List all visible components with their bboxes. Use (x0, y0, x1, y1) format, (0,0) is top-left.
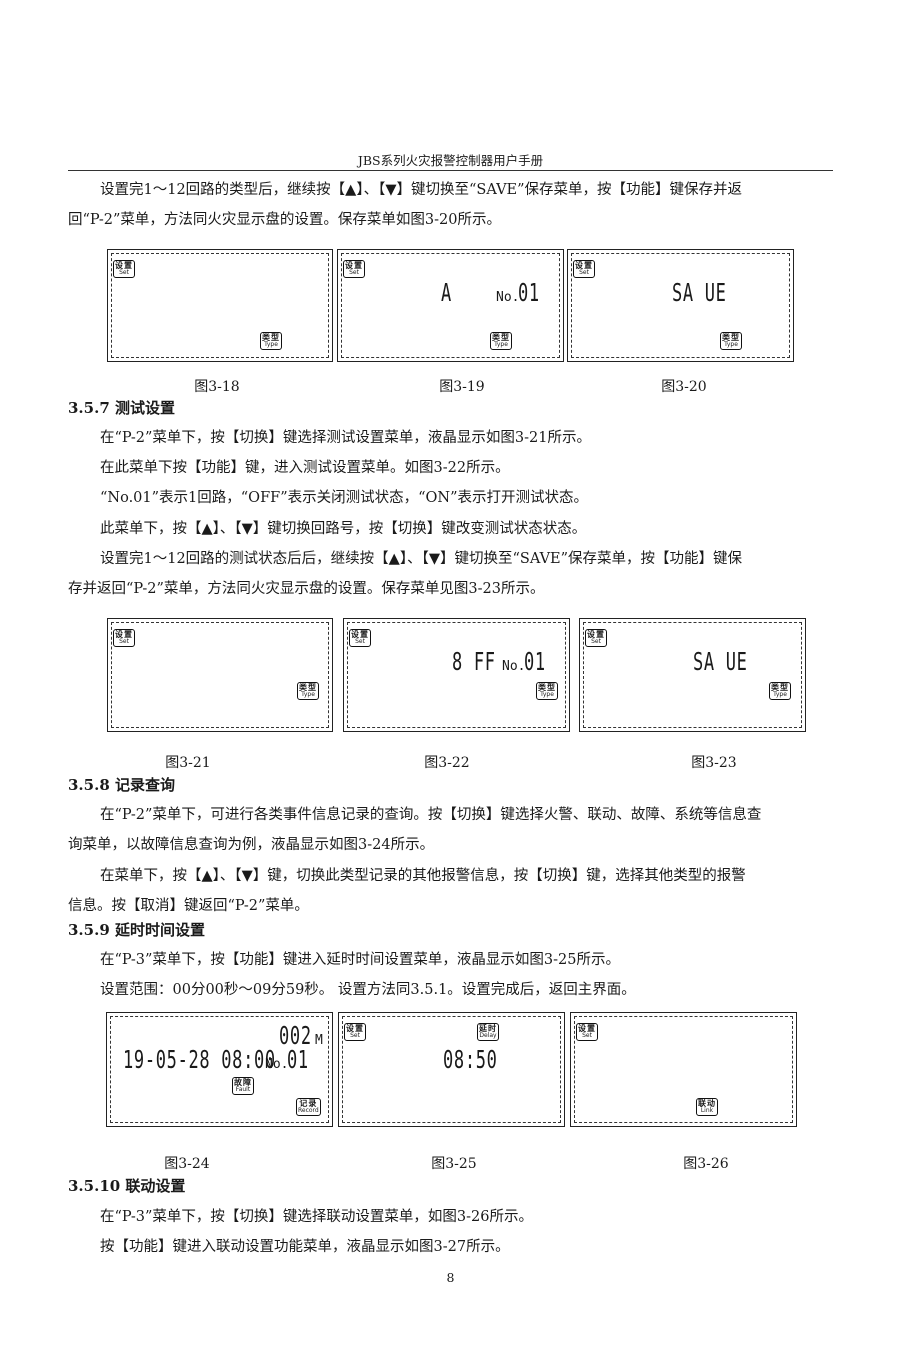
lcd-main-text: SA UE (693, 647, 748, 676)
lcd-main-text: 8 FF (452, 647, 496, 676)
section-heading: 3.5.10 联动设置 (68, 1177, 186, 1195)
paragraph: 在“P-3”菜单下，按【切换】键选择联动设置菜单，如图3-26所示。 (100, 1209, 533, 1225)
lcd-no-label: No. (502, 659, 526, 674)
figure-caption: 图3-18 (194, 379, 240, 395)
paragraph: 询菜单，以故障信息查询为例，液晶显示如图3-24所示。 (68, 837, 435, 853)
paragraph: 在“P-3”菜单下，按【功能】键进入延时时间设置菜单，液晶显示如图3-25所示。 (100, 952, 620, 968)
header-rule (68, 170, 833, 171)
figure-caption: 图3-23 (691, 755, 737, 771)
figure-caption: 图3-24 (164, 1156, 210, 1172)
section-heading: 3.5.7 测试设置 (68, 399, 175, 417)
lcd-main-text: 08:50 (443, 1045, 498, 1074)
paragraph: 此菜单下，按【▲】、【▼】键切换回路号，按【切换】键改变测试状态状态。 (100, 521, 587, 537)
section-heading: 3.5.9 延时时间设置 (68, 921, 205, 939)
running-header: JBS系列火灾报警控制器用户手册 (357, 153, 544, 168)
section-heading: 3.5.8 记录查询 (68, 776, 175, 794)
figure-caption: 图3-19 (439, 379, 485, 395)
figure-caption: 图3-25 (431, 1156, 477, 1172)
figure-caption: 图3-26 (683, 1156, 729, 1172)
paragraph: 按【功能】键进入联动设置功能菜单，液晶显示如图3-27所示。 (100, 1239, 510, 1255)
lcd-loop-number: 01 (518, 278, 540, 307)
lcd-main-text: SA UE (672, 278, 727, 307)
lcd-loop-number: 01 (524, 647, 546, 676)
lcd-record-count: 002 (279, 1021, 312, 1050)
paragraph: 设置范围：00分00秒～09分59秒。 设置方法同3.5.1。设置完成后，返回主… (100, 982, 636, 998)
paragraph: 在“P-2”菜单下，可进行各类事件信息记录的查询。按【切换】键选择火警、联动、故… (100, 807, 762, 823)
paragraph: 设置完1～12回路的类型后，继续按【▲】、【▼】键切换至“SAVE”保存菜单，按… (100, 182, 743, 198)
paragraph: 设置完1～12回路的测试状态后后，继续按【▲】、【▼】键切换至“SAVE”保存菜… (100, 551, 743, 567)
page-number: 8 (446, 1270, 455, 1285)
figure-caption: 图3-20 (661, 379, 707, 395)
paragraph: “No.01”表示1回路，“OFF”表示关闭测试状态，“ON”表示打开测试状态。 (100, 490, 589, 506)
paragraph: 存并返回“P-2”菜单，方法同火灾显示盘的设置。保存菜单见图3-23所示。 (68, 581, 545, 597)
lcd-no-label: No. (265, 1057, 289, 1072)
paragraph: 在此菜单下按【功能】键，进入测试设置菜单。如图3-22所示。 (100, 460, 510, 476)
lcd-no-label: No. (496, 290, 520, 305)
lcd-datetime: 19-05-28 08:00 (123, 1045, 276, 1074)
figure-caption: 图3-21 (165, 755, 211, 771)
paragraph: 在“P-2”菜单下，按【切换】键选择测试设置菜单，液晶显示如图3-21所示。 (100, 430, 591, 446)
lcd-count-unit: M (315, 1033, 323, 1048)
figure-caption: 图3-22 (424, 755, 470, 771)
paragraph: 在菜单下，按【▲】、【▼】键，切换此类型记录的其他报警信息，按【切换】键，选择其… (100, 868, 746, 884)
lcd-loop-number: 01 (287, 1045, 309, 1074)
paragraph: 信息。按【取消】键返回“P-2”菜单。 (68, 898, 309, 914)
lcd-main-text: A (441, 278, 452, 307)
paragraph: 回“P-2”菜单，方法同火灾显示盘的设置。保存菜单如图3-20所示。 (68, 212, 501, 228)
